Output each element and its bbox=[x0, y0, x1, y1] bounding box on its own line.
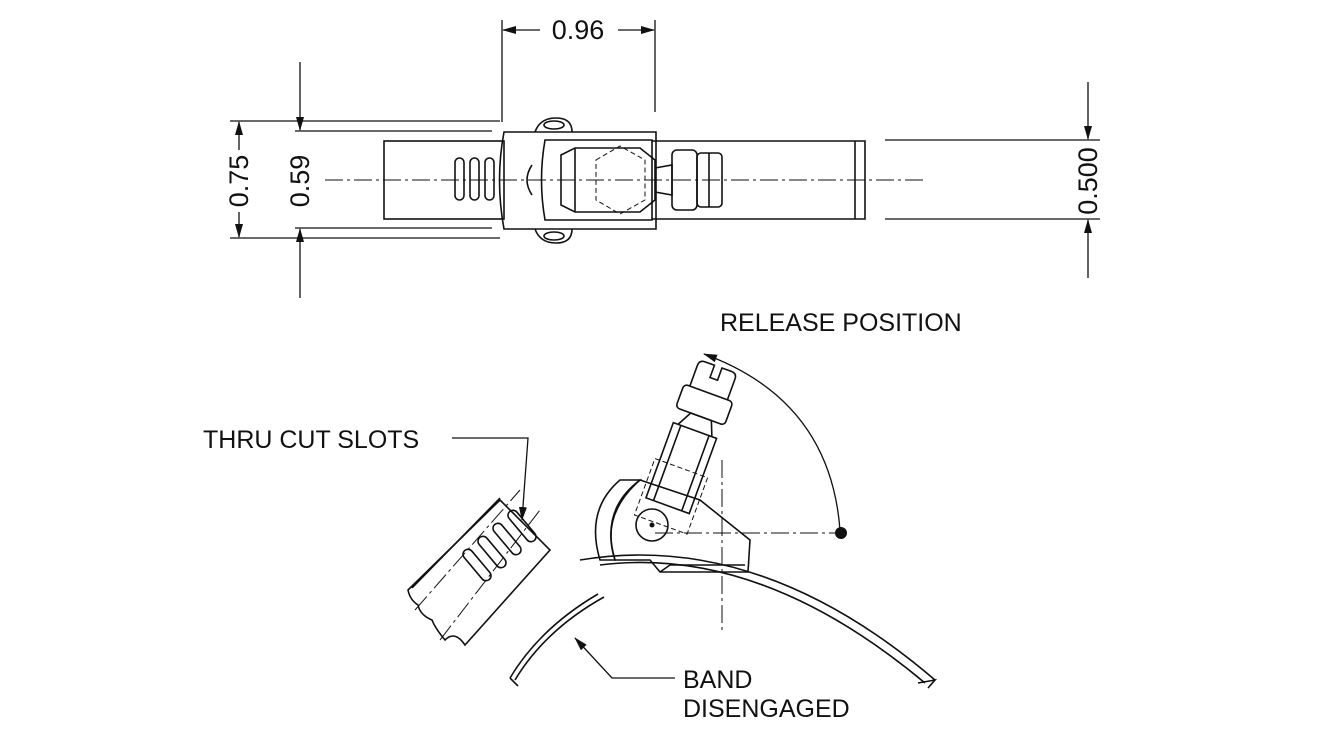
callout-band: BAND bbox=[683, 666, 752, 694]
housing-ear-bottom bbox=[534, 228, 573, 244]
top-slots bbox=[454, 157, 495, 201]
pivot-dot bbox=[835, 527, 847, 539]
slotted-band-end bbox=[407, 489, 552, 647]
screw-side bbox=[633, 360, 737, 535]
dimension-band-width: 0.500 bbox=[1073, 147, 1103, 215]
dimension-height-outer: 0.75 bbox=[224, 155, 254, 208]
housing-ear-top bbox=[534, 117, 573, 133]
leader-thru-cut-slots bbox=[452, 437, 529, 521]
hex-nut-hidden bbox=[595, 145, 646, 215]
callout-release-position: RELEASE POSITION bbox=[720, 309, 962, 337]
band-left bbox=[383, 140, 505, 220]
dimension-width-top: 0.96 bbox=[552, 15, 605, 45]
housing-side bbox=[594, 479, 751, 573]
callout-disengaged: DISENGAGED bbox=[683, 695, 850, 723]
callout-thru-cut-slots: THRU CUT SLOTS bbox=[203, 426, 419, 454]
band-right bbox=[652, 140, 866, 220]
dimension-height-inner: 0.59 bbox=[285, 155, 315, 208]
housing bbox=[498, 131, 657, 230]
top-view: 0.96 0.75 0.59 0.500 bbox=[224, 15, 1103, 298]
band-disengaged bbox=[514, 596, 605, 681]
band-arc bbox=[579, 554, 936, 681]
side-view: RELEASE POSITION THRU CUT SLOTS BAND DIS… bbox=[203, 309, 962, 723]
leader-band-disengaged bbox=[574, 637, 675, 679]
screw-shank bbox=[560, 147, 656, 213]
release-arc bbox=[703, 353, 841, 531]
